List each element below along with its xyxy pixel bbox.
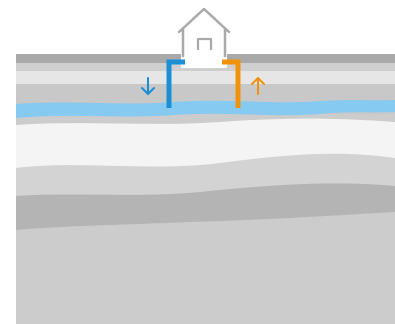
house-body-fill: [181, 32, 227, 68]
house: [179, 9, 229, 68]
light-soil-band: [16, 71, 395, 84]
